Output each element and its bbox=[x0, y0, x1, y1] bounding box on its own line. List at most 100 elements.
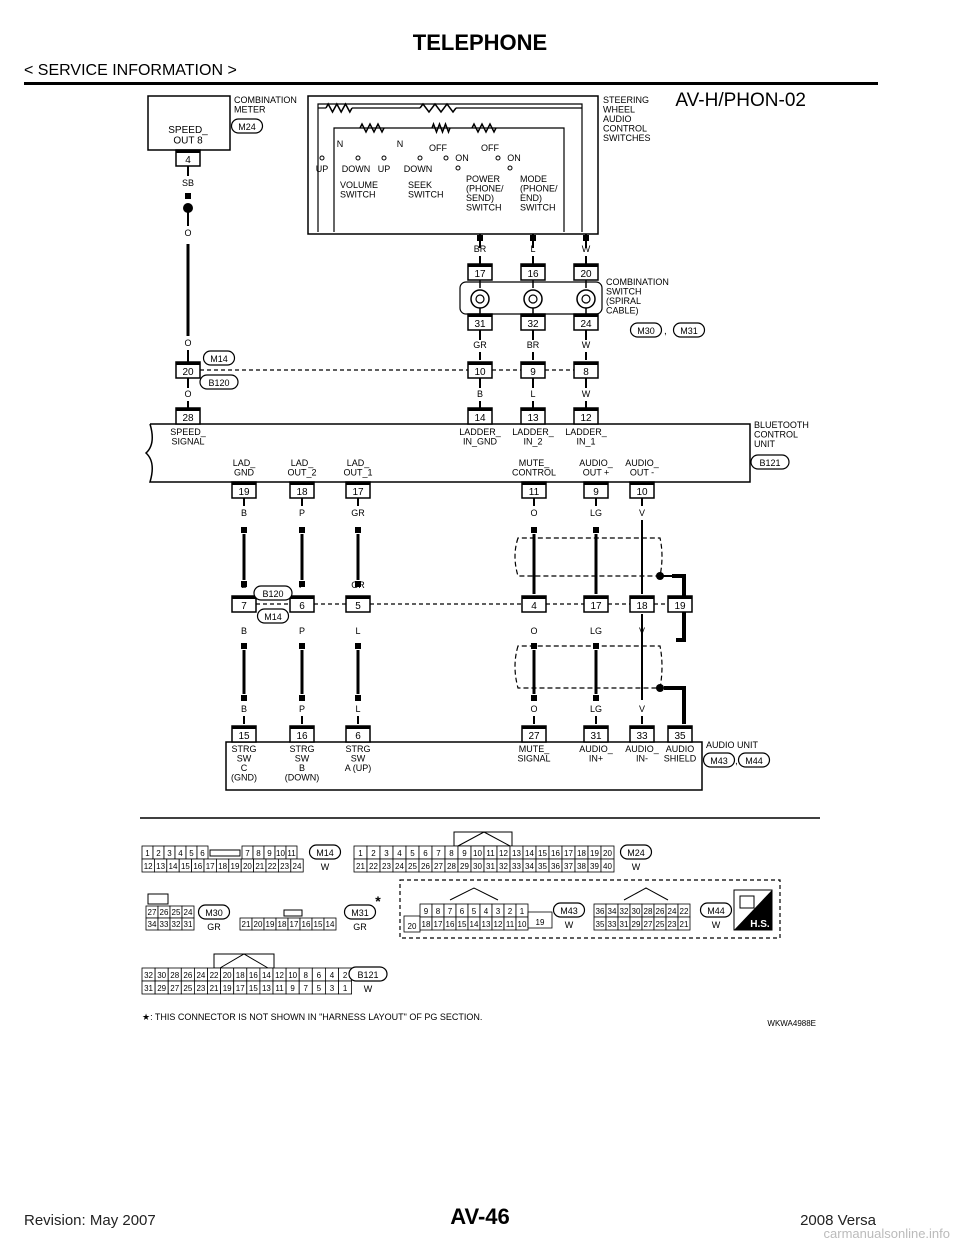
m14-cavity-number: 16 bbox=[193, 862, 202, 871]
hs-icon bbox=[739, 895, 755, 909]
wire-terminal bbox=[241, 643, 247, 649]
m30-cavity-number: 27 bbox=[148, 908, 157, 917]
m30-cavity-number: 26 bbox=[160, 908, 169, 917]
page-title: TELEPHONE bbox=[412, 30, 548, 55]
m44-cavity-number: 25 bbox=[656, 920, 665, 929]
b121-cavity-number: 9 bbox=[290, 984, 295, 993]
m24-key bbox=[457, 831, 511, 847]
spiral-bottom-pin-number: 31 bbox=[474, 319, 486, 330]
m24-cavity-number: 3 bbox=[384, 849, 389, 858]
wire-color: P bbox=[299, 626, 305, 636]
m31-latch bbox=[283, 909, 303, 917]
label: OFF bbox=[481, 143, 499, 153]
m24-cavity-number: 10 bbox=[473, 849, 482, 858]
splice-dot bbox=[656, 684, 664, 692]
spiral-bottom-pin-number: 32 bbox=[527, 319, 539, 330]
pin-box-top bbox=[584, 596, 608, 599]
m31-cavity-number: 18 bbox=[278, 920, 287, 929]
m14-cavity-number: 10 bbox=[276, 849, 285, 858]
pin-box-top bbox=[346, 596, 370, 599]
b121-key bbox=[219, 953, 269, 969]
spiral-coil-inner bbox=[528, 294, 538, 304]
m24-cavity-number: 37 bbox=[564, 862, 573, 871]
m30-cavity-number: 33 bbox=[160, 920, 169, 929]
m24-cavity bbox=[600, 858, 615, 873]
m30-cavity-number: 34 bbox=[148, 920, 157, 929]
audio-unit-pin-number: 16 bbox=[296, 731, 308, 742]
wire-color: LG bbox=[590, 704, 602, 714]
connector-tag-m31 bbox=[672, 322, 706, 338]
wire-color: B bbox=[477, 389, 483, 399]
audio-unit-pin-number: 27 bbox=[528, 731, 540, 742]
bluetooth-top-pin-number: 28 bbox=[182, 413, 194, 424]
joint-upper-pin-number: 10 bbox=[474, 367, 486, 378]
wire-terminal bbox=[530, 235, 536, 241]
m30-color: GR bbox=[207, 922, 221, 932]
connector-tag-b121-label: B121 bbox=[759, 458, 780, 468]
b121-cavity bbox=[338, 980, 353, 995]
wire-color: L bbox=[355, 626, 360, 636]
audio-unit-pin-number: 31 bbox=[590, 731, 602, 742]
m44-cavity bbox=[677, 916, 691, 931]
switch-contact bbox=[355, 155, 361, 161]
audio-unit-signal: AUDIO_IN+ bbox=[579, 744, 614, 763]
spiral-coil-inner bbox=[581, 294, 591, 304]
m24-cavity-number: 30 bbox=[473, 862, 482, 871]
audio-unit-pin-number: 15 bbox=[238, 731, 250, 742]
connector-tag-m31-label: M31 bbox=[680, 326, 698, 336]
wire-terminal bbox=[241, 527, 247, 533]
m14-cavity-number: 17 bbox=[206, 862, 215, 871]
m24-cavity-number: 35 bbox=[538, 862, 547, 871]
switch-contact bbox=[417, 155, 423, 161]
m24-cavity-number: 11 bbox=[486, 849, 495, 858]
b121-cavity-number: 3 bbox=[330, 984, 335, 993]
connector-note: ★: THIS CONNECTOR IS NOT SHOWN IN "HARNE… bbox=[142, 1012, 482, 1022]
switch-frame bbox=[317, 103, 583, 232]
pin-box-top bbox=[630, 596, 654, 599]
resistor bbox=[431, 121, 451, 135]
wire-terminal bbox=[355, 581, 361, 587]
pin-box-top bbox=[584, 482, 608, 485]
m44-color: W bbox=[712, 920, 721, 930]
m14-color: W bbox=[321, 862, 330, 872]
b121-cavity-number: 12 bbox=[275, 971, 284, 980]
audio-unit-label: AUDIO UNIT bbox=[706, 740, 759, 750]
bluetooth-bottom-pin-number: 10 bbox=[636, 487, 648, 498]
connector-tag-m44-face bbox=[699, 902, 733, 918]
pin-box-top bbox=[521, 408, 545, 411]
label: , bbox=[664, 326, 667, 337]
label: OFF bbox=[429, 143, 447, 153]
m24-cavity-number: 16 bbox=[551, 849, 560, 858]
wire-terminal bbox=[531, 527, 537, 533]
wire-color: GR bbox=[351, 580, 365, 590]
m31-cavity-number: 14 bbox=[326, 920, 335, 929]
bluetooth-bottom-signal: LAD_OUT_2 bbox=[287, 458, 316, 477]
section-breadcrumb[interactable]: < SERVICE INFORMATION > bbox=[24, 62, 237, 79]
m24-cavity-number: 13 bbox=[512, 849, 521, 858]
shield-lower bbox=[514, 645, 663, 689]
wire-color: P bbox=[299, 704, 305, 714]
m30-latch bbox=[147, 893, 169, 905]
bluetooth-bottom-signal: AUDIO_OUT - bbox=[625, 458, 660, 477]
bluetooth-top-signal: LADDER_IN_1 bbox=[565, 427, 608, 446]
m14-cavity-number: 8 bbox=[256, 849, 261, 858]
m24-cavity-number: 12 bbox=[499, 849, 508, 858]
m44-cavity-number: 32 bbox=[620, 907, 629, 916]
m44-cavity-number: 26 bbox=[656, 907, 665, 916]
figure-id: WKWA4988E bbox=[767, 1019, 816, 1028]
spiral-top-pin-number: 17 bbox=[474, 269, 486, 280]
audio-unit-box bbox=[225, 741, 703, 791]
wire-terminal bbox=[355, 643, 361, 649]
wire-color: P bbox=[299, 508, 305, 518]
m30-cavity-number: 32 bbox=[172, 920, 181, 929]
wire-color: P bbox=[299, 580, 305, 590]
m31-cavity-number: 16 bbox=[302, 920, 311, 929]
wire-color: W bbox=[582, 244, 591, 254]
m31-cavity-number: 21 bbox=[242, 920, 251, 929]
m24-cavity-number: 40 bbox=[603, 862, 612, 871]
connector-tag-b120 bbox=[253, 585, 293, 601]
m24-cavity-number: 22 bbox=[369, 862, 378, 871]
pin-box-top bbox=[522, 726, 546, 729]
b121-cavity-number: 21 bbox=[210, 984, 219, 993]
wire-color: O bbox=[530, 626, 537, 636]
